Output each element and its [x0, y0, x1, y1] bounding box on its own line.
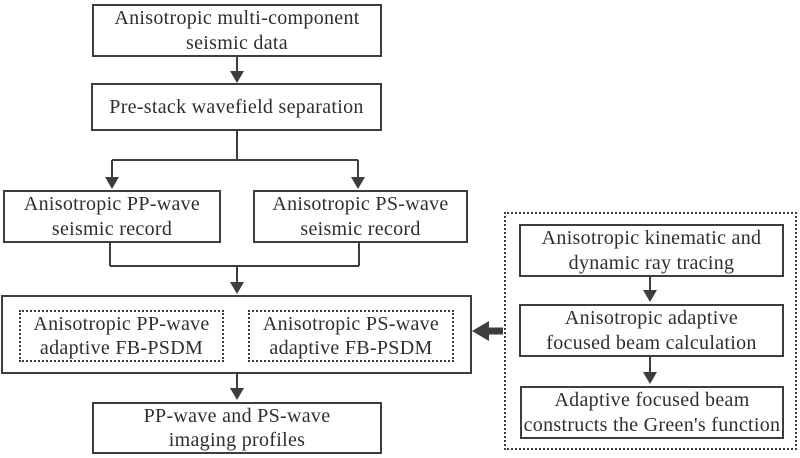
- node-pp-record: Anisotropic PP-wave seismic record: [3, 190, 221, 243]
- node-label-line: focused beam calculation: [546, 331, 757, 354]
- node-greens-function: Adaptive focused beam constructs the Gre…: [520, 386, 784, 439]
- node-label-line: seismic record: [300, 217, 421, 240]
- node-label-line: constructs the Green's function: [523, 413, 781, 436]
- node-label-line: Adaptive focused beam: [554, 389, 750, 412]
- node-label-line: Anisotropic kinematic and: [541, 227, 762, 250]
- node-beam-calculation: Anisotropic adaptive focused beam calcul…: [519, 304, 784, 357]
- node-ray-tracing: Anisotropic kinematic and dynamic ray tr…: [519, 224, 784, 277]
- node-label-line: PP-wave and PS-wave: [143, 404, 331, 427]
- psdm-group-container: [1, 295, 472, 374]
- arrowhead-left-icon: [472, 321, 489, 341]
- arrowhead-down-icon: [230, 282, 244, 294]
- node-label-line: imaging profiles: [168, 429, 306, 451]
- node-label-line: Anisotropic multi-component: [114, 7, 360, 30]
- node-label-line: Anisotropic PP-wave: [23, 193, 201, 216]
- node-label-line: adaptive FB-PSDM: [269, 337, 433, 359]
- edge-records-merge: [109, 243, 360, 283]
- arrowhead-down-icon: [230, 388, 244, 400]
- beam-group-container: [504, 212, 797, 450]
- node-label-line: adaptive FB-PSDM: [39, 337, 204, 359]
- node-label-line: Anisotropic PS-wave: [272, 193, 449, 216]
- node-label-line: dynamic ray tracing: [568, 251, 735, 274]
- arrowhead-down-icon: [230, 71, 244, 83]
- node-label-line: Anisotropic adaptive: [564, 307, 739, 330]
- node-seismic-data: Anisotropic multi-component seismic data: [92, 4, 382, 57]
- node-wavefield-separation: Pre-stack wavefield separation: [91, 83, 382, 131]
- node-label-line: Pre-stack wavefield separation: [109, 95, 364, 118]
- node-imaging-profiles: PP-wave and PS-wave imaging profiles: [92, 402, 382, 454]
- node-label-line: Anisotropic PP-wave: [33, 312, 210, 335]
- edge-separation-split: [111, 131, 359, 178]
- arrowhead-down-icon: [351, 177, 365, 189]
- node-label-line: seismic record: [51, 217, 173, 240]
- arrowhead-down-icon: [105, 177, 119, 189]
- node-ps-psdm: Anisotropic PS-wave adaptive FB-PSDM: [248, 310, 454, 362]
- node-label-line: Anisotropic PS-wave: [262, 312, 440, 335]
- node-pp-psdm: Anisotropic PP-wave adaptive FB-PSDM: [19, 310, 224, 362]
- node-label-line: seismic data: [186, 31, 288, 54]
- node-ps-record: Anisotropic PS-wave seismic record: [253, 190, 468, 243]
